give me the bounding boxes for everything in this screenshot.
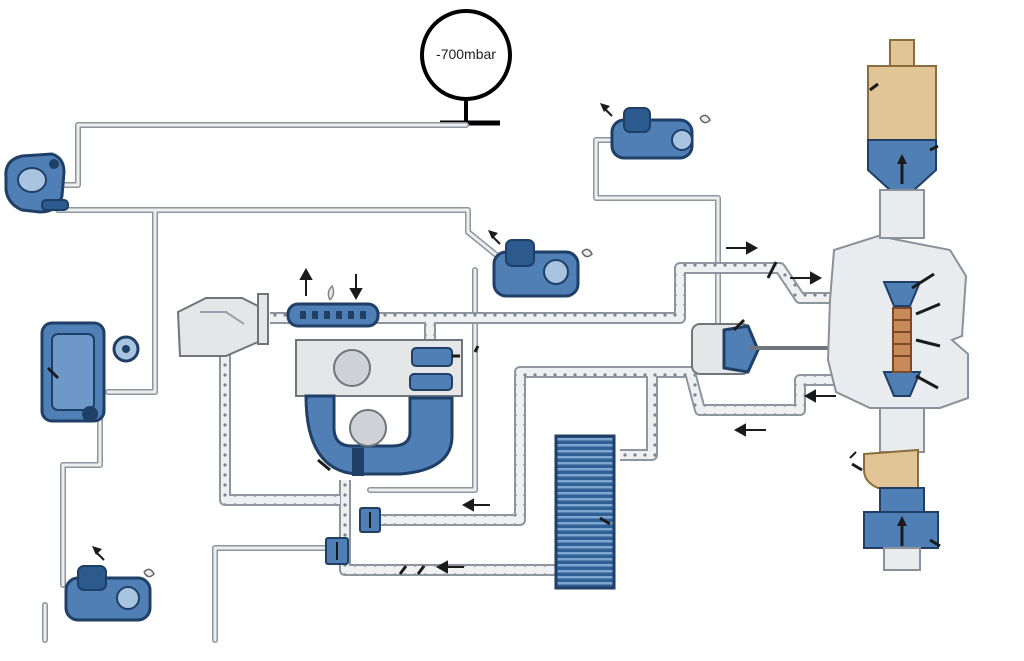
flow-arrows <box>299 241 836 574</box>
catalytic-converter-icon <box>867 39 939 239</box>
flow-arrow <box>435 560 464 574</box>
solenoid-valve-bottom <box>64 546 155 622</box>
flow-arrow <box>726 241 759 255</box>
flow-arrow <box>803 389 836 403</box>
vacuum-gauge: -700mbar <box>420 9 512 126</box>
egr-cooler-icon <box>286 284 380 328</box>
flow-arrow <box>299 267 313 296</box>
vacuum-pump-icon <box>4 152 69 214</box>
solenoid-valve-top <box>600 103 711 160</box>
air-ducts <box>219 261 840 576</box>
gauge-reading: -700mbar <box>436 46 496 62</box>
solenoid-valve-middle <box>488 230 593 298</box>
solenoid-valve-icon <box>64 103 711 622</box>
vacuum-reservoir-icon <box>40 321 140 423</box>
exhaust-inlet <box>849 407 941 571</box>
vacuum-lines <box>42 122 721 643</box>
turbocharger-icon <box>826 234 969 409</box>
intercooler-icon <box>554 434 616 590</box>
wastegate-actuator-icon <box>691 318 830 375</box>
flow-arrow <box>790 271 823 285</box>
flow-arrow <box>733 423 766 437</box>
egr-valve-icon <box>325 507 381 565</box>
engine-block <box>295 339 463 476</box>
intake-throttle <box>176 293 269 357</box>
flow-arrow <box>461 498 490 512</box>
flow-arrow <box>349 274 363 301</box>
